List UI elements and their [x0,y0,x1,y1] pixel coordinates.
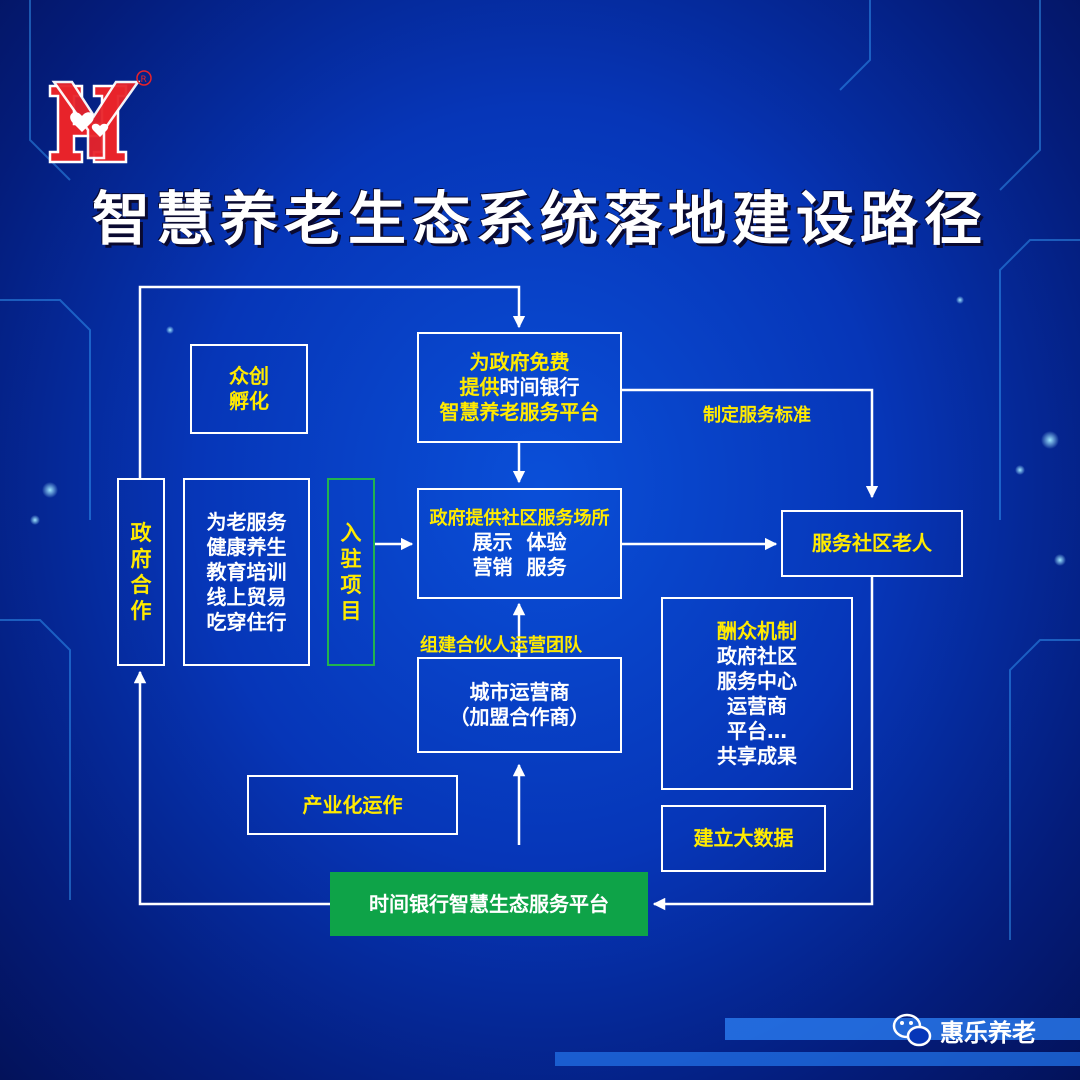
node-char: 作 [130,599,152,623]
edge-label-partner-team: 组建合伙人运营团队 [420,635,582,656]
logo: R [48,70,152,164]
node-line: 智慧养老服务平台 [439,400,600,424]
node-line: 产业化运作 [302,792,403,817]
node-serve-elderly: 服务社区老人 [781,510,963,577]
node-time-bank-platform: 时间银行智慧生态服务平台 [330,872,648,936]
node-line: （加盟合作商） [449,705,590,729]
node-line: 线上贸易 [206,584,287,609]
node-free-platform: 为政府免费 提供时间银行 智慧养老服务平台 [417,332,622,443]
node-line: 酬众机制 [717,618,797,643]
svg-text:R: R [141,75,147,85]
node-line: 建立大数据 [693,826,794,850]
edge-gov-to-platform [138,285,526,478]
node-line: 众创 [229,364,269,388]
node-line: 平台… [727,718,787,743]
node-line: 营销 服务 [472,554,567,579]
node-line: 吃穿住行 [206,609,287,634]
node-line: 教育培训 [206,559,287,584]
node-line: 提供时间银行 [459,375,580,399]
node-services: 为老服务 健康养生 教育培训 线上贸易 吃穿住行 [183,478,310,666]
node-line: 政府社区 [717,643,797,668]
node-line: 政府提供社区服务场所 [429,507,610,529]
edge-label-standards: 制定服务标准 [703,405,811,426]
page-title: 智慧养老生态系统落地建设路径 [91,185,988,253]
node-line: 为政府免费 [469,350,570,374]
edge-elderly-to-timebank [652,577,874,911]
node-big-data: 建立大数据 [661,805,826,872]
node-line: 展示 体验 [472,529,567,554]
node-char: 政 [130,521,152,545]
footer-account-name: 惠乐养老 [940,1019,1036,1047]
edge-platform-to-elderly [622,388,879,499]
node-line: 为老服务 [206,509,287,534]
footer-bar [725,1018,1080,1040]
node-line: 运营商 [727,693,787,718]
wechat-icon [892,1013,932,1047]
node-char: 驻 [340,547,362,571]
footer-bar [555,1052,1080,1066]
node-line: 健康养生 [206,534,287,559]
node-line: 时间银行智慧生态服务平台 [369,891,609,916]
node-char: 入 [340,521,362,545]
node-char: 目 [340,599,362,623]
node-char: 项 [340,573,362,597]
node-line: 城市运营商 [469,680,570,704]
node-line: 孵化 [229,389,269,413]
node-incubation: 众创 孵化 [190,344,308,434]
node-char: 府 [130,547,152,571]
node-reward-mechanism: 酬众机制 政府社区 服务中心 运营商 平台… 共享成果 [661,597,853,790]
node-entry-project: 入 驻 项 目 [327,478,375,666]
node-industrialization: 产业化运作 [247,775,458,835]
edge-timebank-to-gov [133,670,330,906]
node-char: 合 [130,573,152,597]
node-community-site: 政府提供社区服务场所 展示 体验 营销 服务 [417,488,622,599]
node-city-operator: 城市运营商 （加盟合作商） [417,657,622,753]
node-line: 共享成果 [717,743,797,768]
node-line: 服务社区老人 [812,531,932,555]
node-line: 服务中心 [717,668,797,693]
node-gov-coop: 政 府 合 作 [117,478,165,666]
